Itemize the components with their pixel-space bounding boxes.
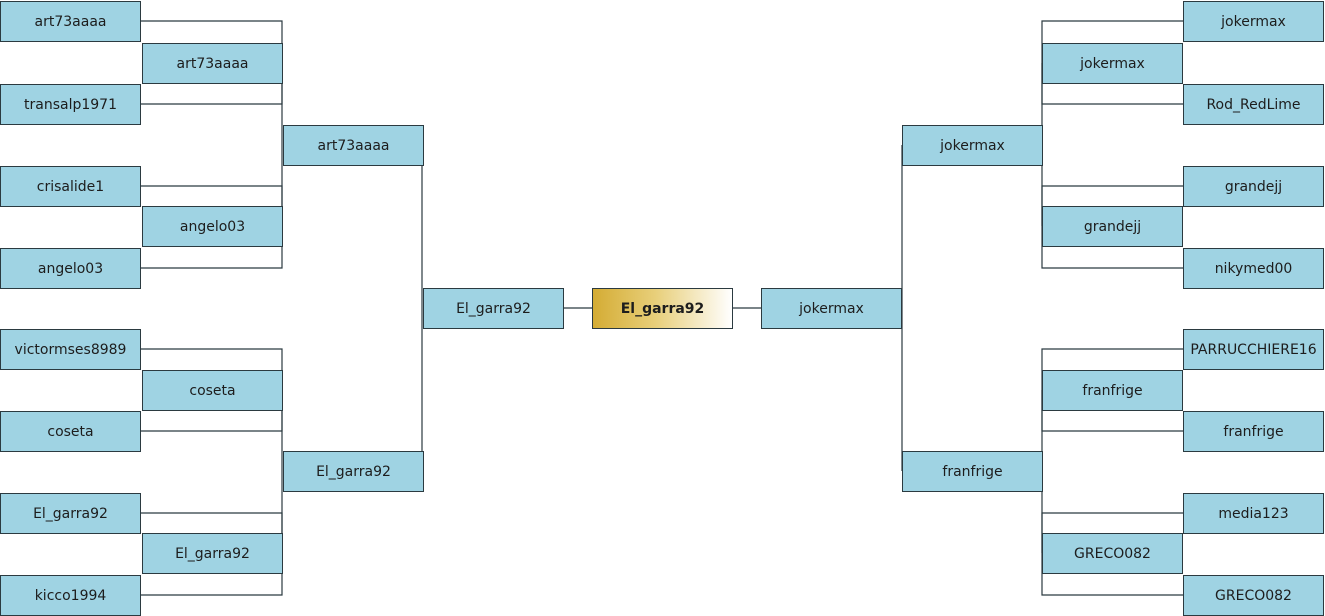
left-round2-slot-2: angelo03 <box>142 206 283 247</box>
left-round1-slot-2: transalp1971 <box>0 84 141 125</box>
right-round2-slot-3: franfrige <box>1042 370 1183 411</box>
left-round2-slot-1: art73aaaa <box>142 43 283 84</box>
left-round2-slot-3: coseta <box>142 370 283 411</box>
right-round1-slot-3: grandejj <box>1183 166 1324 207</box>
right-finalist: jokermax <box>761 288 902 329</box>
left-round2-slot-4: El_garra92 <box>142 533 283 574</box>
left-round1-slot-6: coseta <box>0 411 141 452</box>
left-round1-slot-1: art73aaaa <box>0 1 141 42</box>
champion-box: El_garra92 <box>592 288 733 329</box>
left-round1-slot-5: victormses8989 <box>0 329 141 370</box>
right-round2-slot-1: jokermax <box>1042 43 1183 84</box>
right-round3-slot-2: franfrige <box>902 451 1043 492</box>
right-round1-slot-8: GRECO082 <box>1183 575 1324 616</box>
left-finalist: El_garra92 <box>423 288 564 329</box>
right-round1-slot-4: nikymed00 <box>1183 248 1324 289</box>
right-round2-slot-4: GRECO082 <box>1042 533 1183 574</box>
left-round1-slot-3: crisalide1 <box>0 166 141 207</box>
right-round1-slot-7: media123 <box>1183 493 1324 534</box>
left-round1-slot-8: kicco1994 <box>0 575 141 616</box>
left-round1-slot-4: angelo03 <box>0 248 141 289</box>
right-round2-slot-2: grandejj <box>1042 206 1183 247</box>
right-round1-slot-2: Rod_RedLime <box>1183 84 1324 125</box>
right-round1-slot-1: jokermax <box>1183 1 1324 42</box>
left-round3-slot-1: art73aaaa <box>283 125 424 166</box>
left-round3-slot-2: El_garra92 <box>283 451 424 492</box>
right-round3-slot-1: jokermax <box>902 125 1043 166</box>
right-round1-slot-5: PARRUCCHIERE16 <box>1183 329 1324 370</box>
right-round1-slot-6: franfrige <box>1183 411 1324 452</box>
left-round1-slot-7: El_garra92 <box>0 493 141 534</box>
